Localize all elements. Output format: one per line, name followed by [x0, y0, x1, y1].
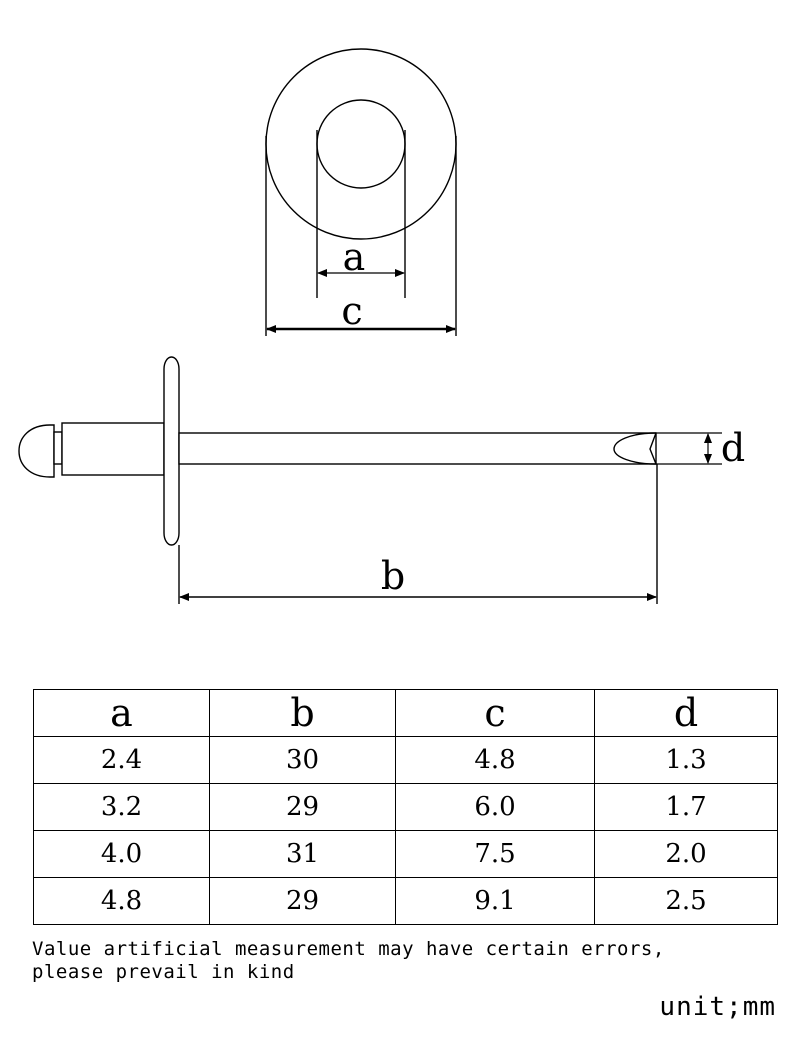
cell-b: 29 [209, 783, 396, 831]
specification-table: a b c d 2.4 30 4.8 1.3 3.2 29 6.0 1.7 4.… [33, 689, 778, 925]
header-a: a [33, 689, 210, 737]
header-c: c [395, 689, 595, 737]
cell-a: 4.0 [33, 830, 210, 878]
mandrel-head [18, 424, 55, 478]
label-a: a [343, 235, 366, 279]
label-d: d [721, 426, 745, 470]
dimension-b [178, 464, 658, 604]
unit-label: unit;mm [659, 992, 776, 1022]
cell-b: 30 [209, 736, 396, 784]
table-row: 4.8 29 9.1 2.5 [33, 877, 778, 925]
cell-a: 3.2 [33, 783, 210, 831]
label-b: b [381, 554, 405, 598]
label-c: c [341, 289, 362, 333]
body-inner-circle [316, 99, 406, 189]
top-view [265, 48, 457, 336]
mandrel-tip-point [649, 432, 657, 465]
rivet-dimension-drawing: a c d b [18, 48, 745, 604]
cell-c: 4.8 [395, 736, 595, 784]
cell-b: 31 [209, 830, 396, 878]
table-header-row: a b c d [33, 689, 778, 737]
cell-a: 2.4 [33, 736, 210, 784]
dimension-d [656, 432, 722, 465]
rivet-flange [163, 356, 180, 546]
table-row: 4.0 31 7.5 2.0 [33, 830, 778, 878]
flange-outer-circle [265, 48, 457, 240]
cell-b: 29 [209, 877, 396, 925]
measurement-note: Value artificial measurement may have ce… [32, 938, 665, 983]
table-row: 2.4 30 4.8 1.3 [33, 736, 778, 784]
side-view [18, 356, 657, 546]
cell-c: 9.1 [395, 877, 595, 925]
table-row: 3.2 29 6.0 1.7 [33, 783, 778, 831]
cell-d: 2.0 [594, 830, 778, 878]
cell-d: 1.7 [594, 783, 778, 831]
cell-d: 1.3 [594, 736, 778, 784]
mandrel-shank [178, 432, 657, 465]
header-d: d [594, 689, 778, 737]
cell-c: 6.0 [395, 783, 595, 831]
cell-a: 4.8 [33, 877, 210, 925]
mandrel-neck [53, 431, 63, 465]
rivet-body [61, 422, 165, 476]
mandrel-tip-notch [613, 432, 657, 465]
cell-c: 7.5 [395, 830, 595, 878]
header-b: b [209, 689, 396, 737]
cell-d: 2.5 [594, 877, 778, 925]
